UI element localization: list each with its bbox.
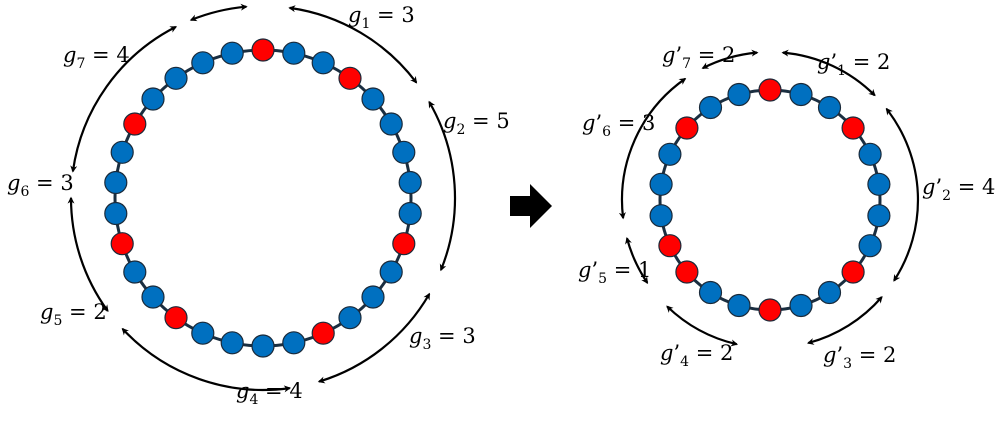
left-gap-arrow-6: [70, 25, 178, 173]
left-ring-group: g1 = 3 g2 = 5 g3 = 3 g4 = 4 g5 = 2 g6 = 3 g7 =…: [7, 3, 510, 408]
right-red-node: [675, 116, 699, 140]
left-gap-label-1: g1 = 3: [348, 3, 415, 32]
left-blue-node: [164, 66, 188, 90]
right-red-node: [758, 78, 782, 102]
left-gap-label-4: g4 = 4: [236, 379, 303, 408]
right-gap-arrow-1: [781, 49, 876, 97]
right-red-node: [758, 298, 782, 322]
right-blue-node: [649, 172, 673, 196]
right-gap-label-7: g’7 = 2: [662, 43, 735, 72]
left-blue-node: [141, 285, 165, 309]
right-ring-nodes: [649, 78, 891, 322]
left-blue-node: [141, 87, 165, 111]
right-gap-label-4: g’4 = 2: [660, 341, 733, 370]
left-gap-arrow-7: [189, 3, 248, 22]
right-gap-label-3: g’3 = 2: [823, 343, 896, 372]
right-blue-node: [817, 280, 842, 305]
right-red-node: [675, 260, 699, 284]
left-red-node: [123, 112, 147, 136]
right-gap-label-2: g’2 = 4: [922, 175, 995, 204]
left-blue-node: [338, 306, 362, 330]
right-gap-label-5: g’5 = 1: [578, 258, 651, 287]
right-blue-node: [727, 293, 751, 318]
right-blue-node: [858, 142, 882, 166]
right-gap-arrow-4: [666, 305, 739, 347]
right-gap-label-6: g’6 = 3: [582, 111, 655, 140]
right-red-node: [841, 260, 865, 284]
left-red-node: [338, 66, 362, 90]
left-blue-node: [251, 334, 275, 358]
right-gap-arrow-5: [625, 236, 649, 284]
left-blue-node: [123, 260, 147, 284]
left-blue-node: [282, 331, 306, 355]
right-gap-arrow-7: [701, 49, 759, 70]
right-ring-group: g’1 = 2 g’2 = 4 g’3 = 2 g’4 = 2 g’5 = 1 g’6 =…: [578, 43, 995, 372]
left-gap-label-7: g7 = 4: [63, 43, 130, 72]
left-gap-arrow-2: [428, 100, 457, 272]
left-red-node: [311, 321, 335, 345]
left-gap-arrow-5: [67, 196, 109, 313]
left-gap-arrow-1: [288, 5, 418, 84]
left-gap-arrow-3: [317, 292, 431, 384]
left-blue-node: [392, 140, 416, 164]
right-blue-node: [858, 234, 882, 258]
left-gap-arrows: [67, 3, 457, 393]
left-gap-label-5: g5 = 2: [40, 300, 107, 329]
right-blue-node: [867, 172, 891, 196]
left-blue-node: [220, 331, 244, 355]
left-blue-node: [398, 170, 422, 195]
left-gap-labels: g1 = 3 g2 = 5 g3 = 3 g4 = 4 g5 = 2 g6 = 3 g7 =…: [7, 3, 510, 408]
right-blue-node: [727, 82, 751, 107]
left-gap-label-2: g2 = 5: [443, 109, 510, 138]
left-ring-nodes: [104, 38, 422, 358]
right-gap-arrow-3: [806, 296, 883, 345]
right-gap-arrow-6: [618, 77, 687, 220]
right-blue-node: [698, 95, 723, 120]
left-blue-node: [379, 260, 403, 284]
left-blue-node: [191, 51, 215, 75]
right-arrow-icon: [510, 184, 552, 228]
left-blue-node: [104, 170, 128, 195]
left-blue-node: [110, 140, 134, 164]
left-red-node: [164, 306, 188, 330]
right-blue-node: [649, 204, 673, 228]
right-blue-node: [698, 280, 723, 305]
right-gap-labels: g’1 = 2 g’2 = 4 g’3 = 2 g’4 = 2 g’5 = 1 g’6 =…: [578, 43, 995, 372]
left-gap-label-3: g3 = 3: [409, 324, 476, 353]
left-blue-node: [361, 285, 385, 309]
left-gap-arrow-4: [121, 327, 292, 393]
right-gap-label-1: g’1 = 2: [817, 50, 890, 79]
right-gap-arrow-2: [885, 107, 920, 282]
left-red-node: [110, 232, 134, 256]
right-blue-node: [789, 82, 813, 107]
right-blue-node: [817, 95, 842, 120]
left-gap-label-6: g6 = 3: [7, 171, 74, 200]
left-blue-node: [311, 51, 335, 75]
right-blue-node: [789, 293, 813, 318]
left-blue-node: [379, 112, 403, 136]
left-red-node: [392, 232, 416, 256]
right-blue-node: [658, 142, 682, 166]
left-blue-node: [220, 41, 244, 65]
right-gap-arrows: [618, 49, 920, 347]
right-blue-node: [867, 204, 891, 228]
right-red-node: [841, 116, 865, 140]
left-blue-node: [191, 321, 215, 345]
left-red-node: [251, 38, 275, 62]
right-red-node: [658, 234, 682, 258]
left-blue-node: [398, 201, 422, 226]
left-blue-node: [361, 87, 385, 111]
left-blue-node: [282, 41, 306, 65]
left-blue-node: [104, 201, 128, 226]
